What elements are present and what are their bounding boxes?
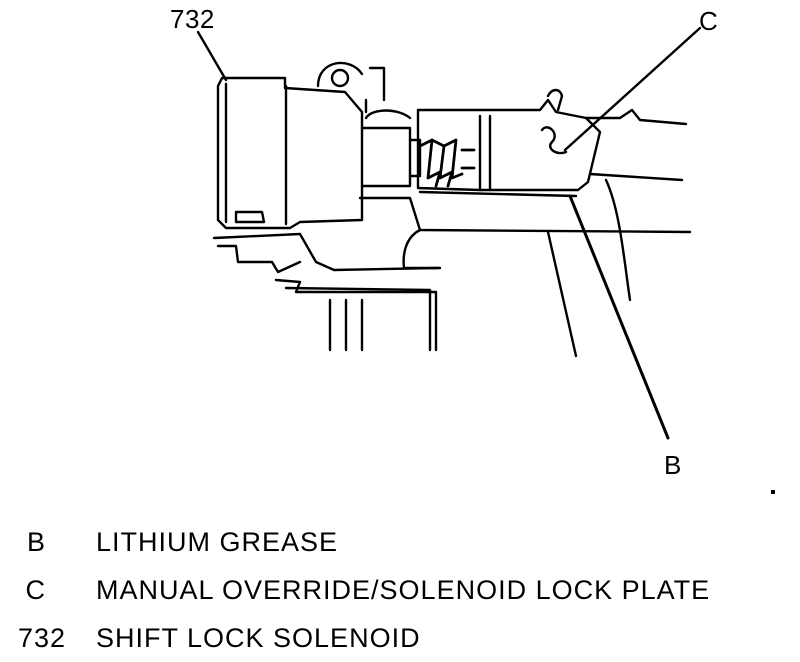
legend-key: 732 bbox=[17, 623, 66, 653]
legend-text: SHIFT LOCK SOLENOID bbox=[96, 623, 421, 653]
leader-line-b bbox=[568, 194, 670, 440]
stray-dot bbox=[771, 490, 775, 494]
callout-label-732: 732 bbox=[170, 4, 215, 34]
legend-key: C bbox=[25, 575, 46, 605]
legend-text: LITHIUM GREASE bbox=[96, 527, 339, 557]
callout-label-b: B bbox=[664, 450, 682, 480]
solenoid-body bbox=[216, 76, 422, 230]
leader-line-c bbox=[563, 26, 702, 152]
legend-item: 732 SHIFT LOCK SOLENOID bbox=[0, 620, 800, 656]
bracket-top bbox=[316, 61, 386, 114]
legend-item: C MANUAL OVERRIDE/SOLENOID LOCK PLATE bbox=[0, 572, 800, 608]
leader-line-732 bbox=[196, 30, 228, 82]
legend-key: B bbox=[26, 527, 46, 557]
shift-lock-solenoid-illustration bbox=[196, 26, 702, 440]
legend-item: B LITHIUM GREASE bbox=[0, 524, 800, 560]
legend-text: MANUAL OVERRIDE/SOLENOID LOCK PLATE bbox=[96, 575, 711, 605]
spring bbox=[418, 138, 476, 188]
callout-label-c: C bbox=[699, 6, 719, 36]
lock-plate-housing bbox=[416, 88, 602, 198]
transmission-case bbox=[212, 108, 692, 358]
